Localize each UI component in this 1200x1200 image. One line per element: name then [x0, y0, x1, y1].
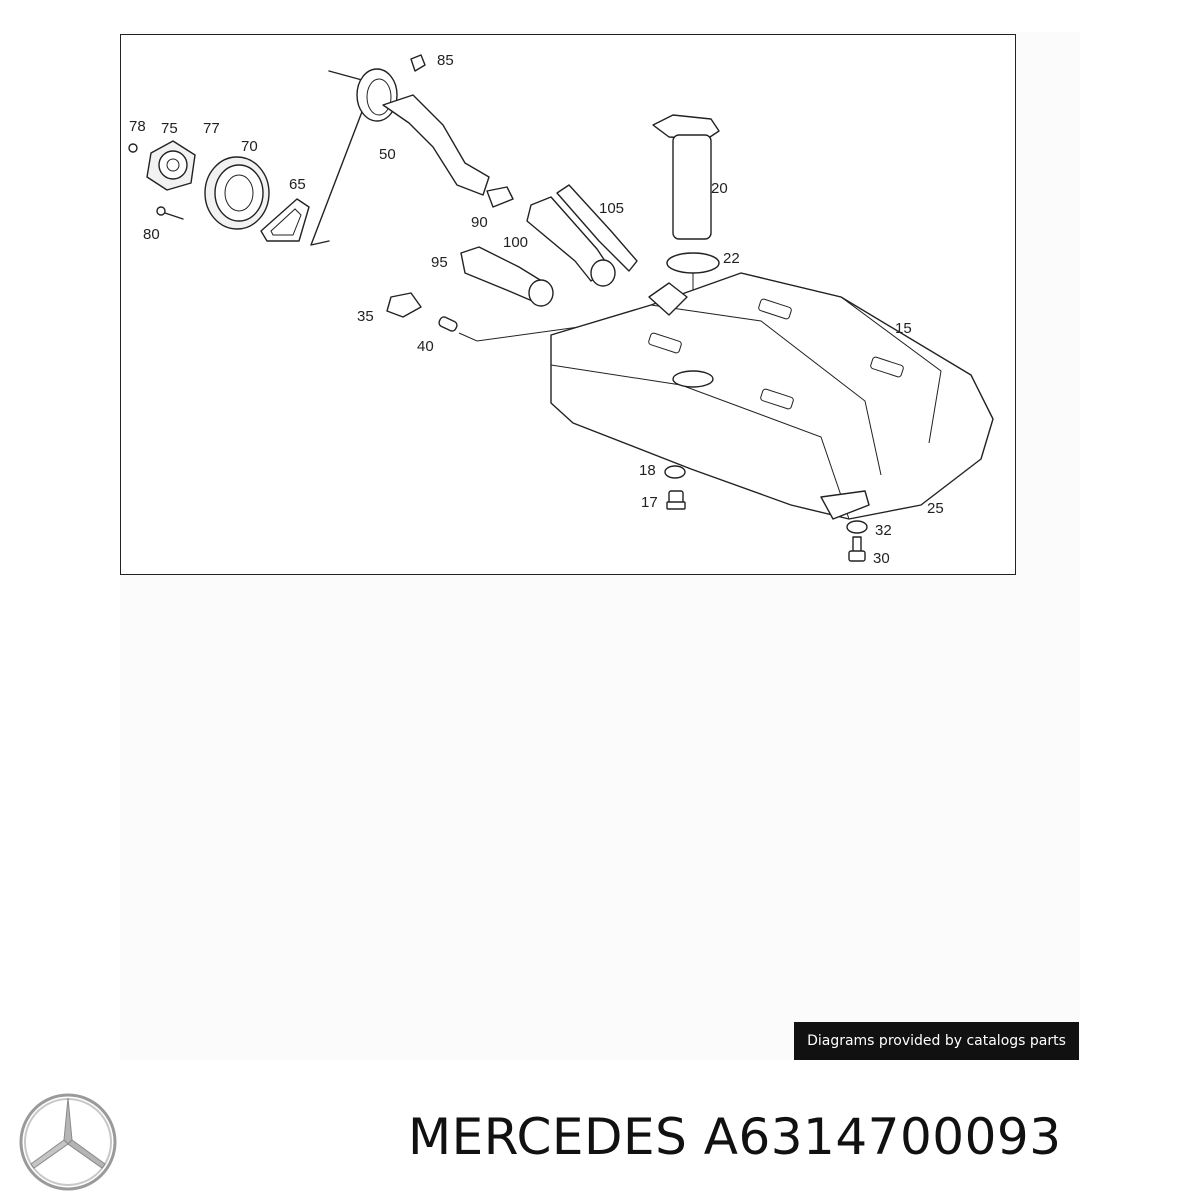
washer — [664, 465, 686, 479]
callout-32: 32 — [875, 522, 892, 539]
screw — [156, 206, 184, 220]
fuel-tank — [550, 272, 994, 520]
callout-18: 18 — [639, 462, 656, 479]
callout-15: 15 — [895, 320, 912, 337]
o-ring — [666, 252, 720, 274]
callout-90: 90 — [471, 214, 488, 231]
hose-100 — [526, 196, 616, 287]
hose-105 — [556, 184, 638, 272]
brand-name: MERCEDES — [408, 1108, 688, 1166]
callout-78: 78 — [129, 118, 146, 135]
drain-plug — [666, 490, 686, 510]
callout-25: 25 — [927, 500, 944, 517]
mercedes-star-icon — [16, 1090, 120, 1194]
hose-95 — [460, 246, 554, 307]
sender-unit — [652, 114, 720, 240]
callout-70: 70 — [241, 138, 258, 155]
clip — [410, 54, 426, 72]
filler-gasket — [260, 198, 310, 242]
callout-105: 105 — [599, 200, 624, 217]
callout-30: 30 — [873, 550, 890, 567]
callout-22: 22 — [723, 250, 740, 267]
callout-100: 100 — [503, 234, 528, 251]
bolt — [848, 536, 866, 562]
assembly-bracket — [310, 70, 374, 246]
callout-65: 65 — [289, 176, 306, 193]
tank-strap — [820, 490, 870, 520]
filler-neck — [356, 68, 490, 196]
callout-50: 50 — [379, 146, 396, 163]
valve — [386, 292, 652, 342]
fuel-cap-assembly — [128, 140, 196, 191]
part-number: A6314700093 — [703, 1108, 1062, 1166]
callout-40: 40 — [417, 338, 434, 355]
callout-20: 20 — [711, 180, 728, 197]
washer-32 — [846, 520, 868, 534]
diagram-credit-badge: Diagrams provided by catalogs parts — [794, 1022, 1079, 1060]
callout-77: 77 — [203, 120, 220, 137]
exploded-view-drawing: 85 78 75 77 70 50 65 20 80 90 105 100 22… — [128, 52, 994, 567]
callout-80: 80 — [143, 226, 160, 243]
callout-35: 35 — [357, 308, 374, 325]
filler-housing — [204, 156, 270, 230]
callout-75: 75 — [161, 120, 178, 137]
parts-diagram: 85 78 75 77 70 50 65 20 80 90 105 100 22… — [120, 34, 1016, 575]
hose-clamp — [486, 186, 514, 208]
callout-17: 17 — [641, 494, 658, 511]
callout-95: 95 — [431, 254, 448, 271]
part-title: MERCEDES A6314700093 — [408, 1108, 1062, 1166]
callout-85: 85 — [437, 52, 454, 69]
